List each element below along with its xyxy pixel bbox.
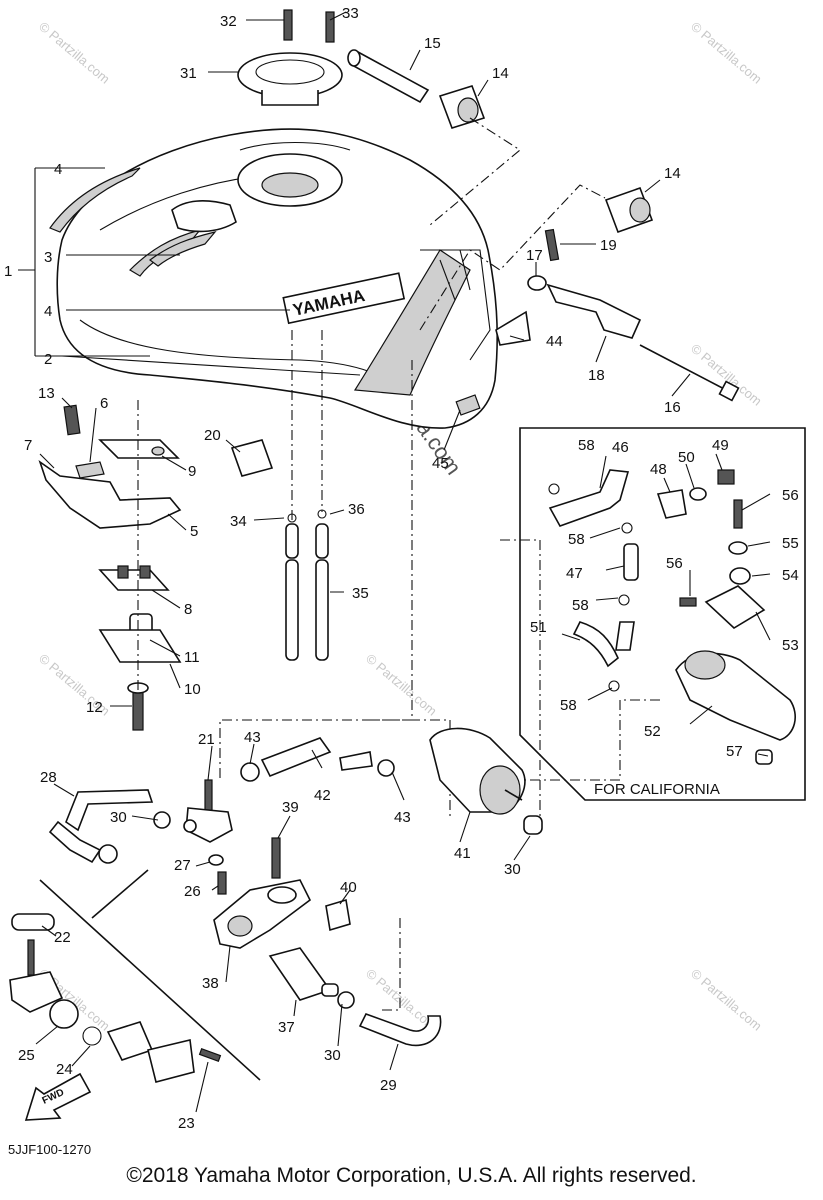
- callout-leaders: [18, 11, 771, 1113]
- callout-26: 26: [184, 883, 201, 900]
- clip-30b: [153, 811, 171, 829]
- callout-25: 25: [18, 1047, 35, 1064]
- fuel-hose-28: [48, 789, 154, 864]
- callout-24: 24: [56, 1061, 73, 1078]
- callout-1: 1: [4, 263, 12, 280]
- callout-43: 43: [244, 729, 261, 746]
- callout-2: 2: [44, 351, 52, 368]
- drain-tubes: [285, 509, 329, 661]
- callout-56b: 56: [666, 555, 683, 572]
- fuel-cap: [237, 9, 343, 106]
- petcock-exploded: FWD: [9, 869, 261, 1121]
- damper: [495, 310, 531, 346]
- callout-50: 50: [678, 449, 695, 466]
- callout-20: 20: [204, 427, 221, 444]
- fuel-hose-42: [240, 737, 395, 782]
- breather-hose: [347, 49, 430, 104]
- callout-27: 27: [174, 857, 191, 874]
- callout-11: 11: [184, 649, 200, 666]
- callout-51: 51: [530, 619, 547, 636]
- relay: [230, 439, 274, 477]
- fuel-hose-29: [337, 991, 442, 1047]
- callout-42: 42: [314, 787, 331, 804]
- watermark: © Partzilla.com: [363, 651, 440, 719]
- callout-28: 28: [40, 769, 57, 786]
- callout-30: 30: [110, 809, 127, 826]
- callout-34: 34: [230, 513, 247, 530]
- callout-30c: 30: [504, 861, 521, 878]
- callout-32: 32: [220, 13, 237, 30]
- callout-30b: 30: [324, 1047, 341, 1064]
- california-title: FOR CALIFORNIA: [594, 781, 720, 798]
- clip-30: [98, 844, 118, 864]
- callout-4: 4: [54, 161, 62, 178]
- fuel-tank: YAMAHA: [49, 128, 498, 429]
- callout-54: 54: [782, 567, 799, 584]
- callout-22: 22: [54, 929, 71, 946]
- callout-4b: 4: [44, 303, 52, 320]
- callout-19: 19: [600, 237, 617, 254]
- callout-12: 12: [86, 699, 103, 716]
- callout-5: 5: [190, 523, 198, 540]
- callout-36: 36: [348, 501, 365, 518]
- callout-3: 3: [44, 249, 52, 266]
- callout-55: 55: [782, 535, 799, 552]
- callout-58c: 58: [572, 597, 589, 614]
- callout-46: 46: [612, 439, 629, 456]
- callout-16: 16: [664, 399, 681, 416]
- callout-37: 37: [278, 1019, 295, 1036]
- callout-47: 47: [566, 565, 583, 582]
- watermark: © Partzilla.com: [36, 19, 113, 87]
- callout-7: 7: [24, 437, 32, 454]
- callout-10: 10: [184, 681, 201, 698]
- damper-small: [455, 394, 481, 416]
- callout-53: 53: [782, 637, 799, 654]
- callout-14b: 14: [664, 165, 681, 182]
- callout-52: 52: [644, 723, 661, 740]
- copyright-notice: ©2018 Yamaha Motor Corporation, U.S.A. A…: [126, 1164, 697, 1187]
- front-mount-parts: [38, 404, 182, 731]
- watermark: © Partzilla.com: [688, 966, 765, 1034]
- callout-39: 39: [282, 799, 299, 816]
- callout-13: 13: [38, 385, 55, 402]
- callout-18: 18: [588, 367, 605, 384]
- callout-8: 8: [184, 601, 192, 618]
- callout-43b: 43: [394, 809, 411, 826]
- callout-48: 48: [650, 461, 667, 478]
- screw-26: [217, 871, 227, 895]
- callout-21: 21: [198, 731, 215, 748]
- watermark: © Partzilla.com: [688, 19, 765, 87]
- washer-27: [208, 854, 224, 866]
- rear-bracket: [527, 228, 740, 402]
- callout-45: 45: [432, 455, 449, 472]
- callout-33: 33: [342, 5, 359, 22]
- callout-40: 40: [340, 879, 357, 896]
- california-box: FOR CALIFORNIA: [519, 427, 806, 801]
- callout-38: 38: [202, 975, 219, 992]
- callout-6: 6: [100, 395, 108, 412]
- callout-49: 49: [712, 437, 729, 454]
- fuel-filter-assembly: [213, 837, 351, 1001]
- callout-9: 9: [188, 463, 196, 480]
- fuel-petcock: [183, 779, 233, 843]
- callout-58d: 58: [560, 697, 577, 714]
- callout-17: 17: [526, 247, 543, 264]
- callout-41: 41: [454, 845, 471, 862]
- fuel-pump: [429, 727, 543, 835]
- rubber-grommet: [438, 85, 654, 234]
- callout-14: 14: [492, 65, 509, 82]
- callout-15: 15: [424, 35, 441, 52]
- callout-35: 35: [352, 585, 369, 602]
- callout-56: 56: [782, 487, 799, 504]
- callout-31: 31: [180, 65, 197, 82]
- callout-23: 23: [178, 1115, 195, 1132]
- callout-44: 44: [546, 333, 563, 350]
- callout-58b: 58: [568, 531, 585, 548]
- drawing-code: 5JJF100-1270: [8, 1142, 92, 1157]
- callout-29: 29: [380, 1077, 397, 1094]
- callout-numbers: 1 2 3 4 4 5 6 7 8 9 10 11 12 13 14 14 15…: [4, 5, 799, 1132]
- callout-57: 57: [726, 743, 743, 760]
- callout-58: 58: [578, 437, 595, 454]
